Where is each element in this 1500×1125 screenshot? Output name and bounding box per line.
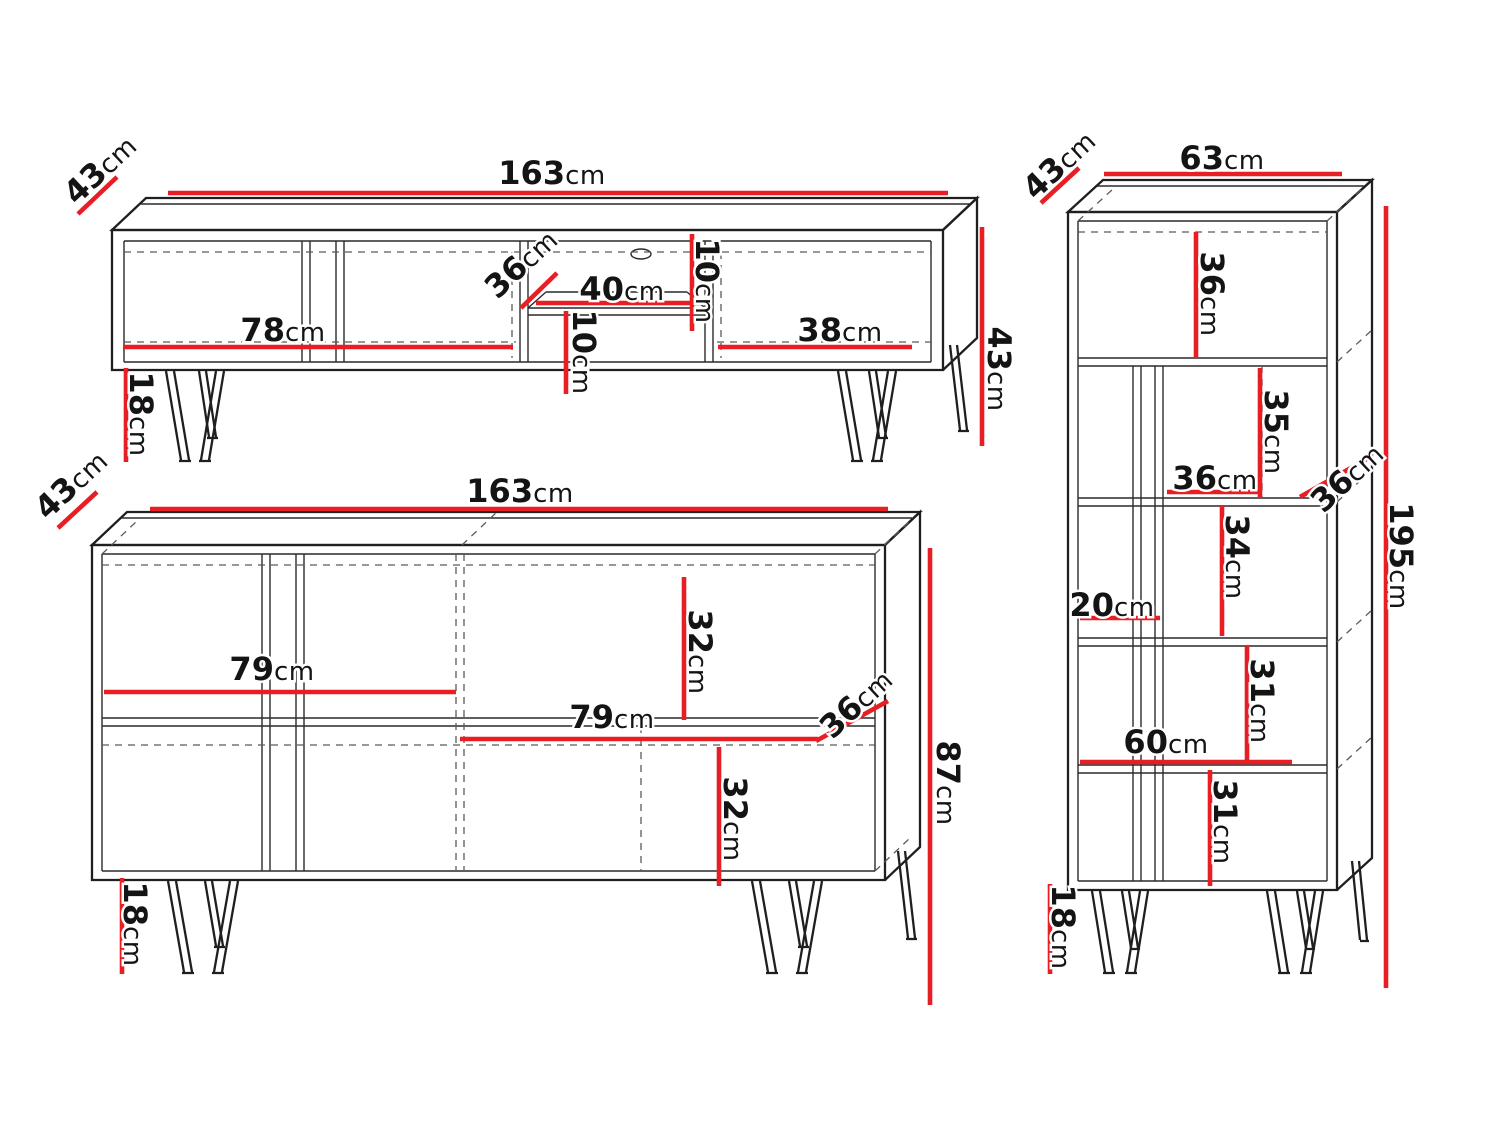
bookcase-leg-height-label: 18cm xyxy=(1044,884,1082,969)
tv-niche-depth-dimension-line xyxy=(519,271,559,310)
tv-stand-dimension-lines xyxy=(76,175,985,462)
tv-height-label: 43cm xyxy=(980,326,1018,411)
bookcase-section3-label: 34cm xyxy=(1218,514,1256,599)
bookcase-bottom-shelf-width-label: 60cm xyxy=(1123,723,1208,761)
tv-gap-above-shelf-label: 10cm xyxy=(688,238,726,323)
tv-niche-width-label: 40cm xyxy=(579,270,664,308)
tv-niche-depth-label: 36cm xyxy=(477,220,565,306)
tv-niche-height-label: 10cm xyxy=(565,309,603,394)
bookcase-depth-dimension-line xyxy=(1039,166,1081,205)
sideboard-right-shelf-label: 79cm xyxy=(569,698,654,736)
tv-stand-dimension-labels: 43cm 163cm 78cm 36cm 40cm 10cm 10cm 38cm… xyxy=(53,126,1020,459)
sideboard-hidden-lines xyxy=(101,511,911,872)
tv-right-compartment-label: 38cm xyxy=(797,311,882,349)
sideboard-outline xyxy=(89,509,923,882)
sideboard-upper-section-label: 32cm xyxy=(681,609,719,694)
sideboard-height-label: 87cm xyxy=(929,740,967,825)
bookcase-section1-label: 36cm xyxy=(1193,251,1231,336)
sideboard-dimension-labels: 43cm 163cm 79cm 79cm 32cm 32cm 36cm 87cm… xyxy=(24,444,969,969)
bookcase-section5-label: 31cm xyxy=(1206,779,1244,864)
bookcase-dimension-labels: 43cm 63cm 36cm 35cm 36cm 36cm 34cm 20cm … xyxy=(1012,121,1422,972)
sideboard-legs xyxy=(166,850,917,975)
bookcase-legs xyxy=(1090,860,1369,975)
tv-depth-dimension-line xyxy=(76,175,119,216)
bookcase-section4-label: 31cm xyxy=(1243,658,1281,743)
sideboard-leg-height-label: 18cm xyxy=(116,881,154,966)
bookcase-height-label: 195cm xyxy=(1382,502,1420,609)
tv-depth-label: 43cm xyxy=(56,126,144,212)
bookcase-shelf-depth-dimension-line xyxy=(1298,455,1372,499)
tv-width-label: 163cm xyxy=(498,154,605,192)
sideboard-shelf-depth-dimension-line xyxy=(814,698,890,744)
sideboard-left-shelf-label: 79cm xyxy=(229,650,314,688)
bookcase-shelf-depth-label: 36cm xyxy=(1303,434,1391,520)
sideboard-dimension-lines xyxy=(56,490,933,1005)
sideboard-lower-section-label: 32cm xyxy=(716,776,754,861)
tv-left-compartment-label: 78cm xyxy=(240,311,325,349)
bookcase-niche-width-label: 20cm xyxy=(1069,586,1154,624)
tv-stand-drawing: 43cm 163cm 78cm 36cm 40cm 10cm 10cm 38cm… xyxy=(53,126,1021,463)
sideboard-drawing: 43cm 163cm 79cm 79cm 32cm 32cm 36cm 87cm… xyxy=(24,444,970,1005)
bookcase-shelf-width-label: 36cm xyxy=(1172,459,1257,497)
bookcase-dimension-lines xyxy=(1039,166,1389,988)
tv-stand-outline xyxy=(109,195,980,372)
tv-stand-hidden-lines xyxy=(124,251,931,358)
tv-leg-height-label: 18cm xyxy=(122,371,160,456)
sideboard-width-label: 163cm xyxy=(466,472,573,510)
bookcase-section2-label: 35cm xyxy=(1257,389,1295,474)
sideboard-depth-dimension-line xyxy=(56,490,99,530)
tv-stand-legs xyxy=(164,344,969,463)
bookcase-depth-label: 43cm xyxy=(1015,121,1103,207)
bookcase-outline xyxy=(1065,177,1375,892)
bookcase-width-label: 63cm xyxy=(1179,139,1264,177)
cable-hole xyxy=(630,248,652,260)
bookcase-drawing: 43cm 63cm 36cm 35cm 36cm 36cm 34cm 20cm … xyxy=(1012,121,1423,988)
